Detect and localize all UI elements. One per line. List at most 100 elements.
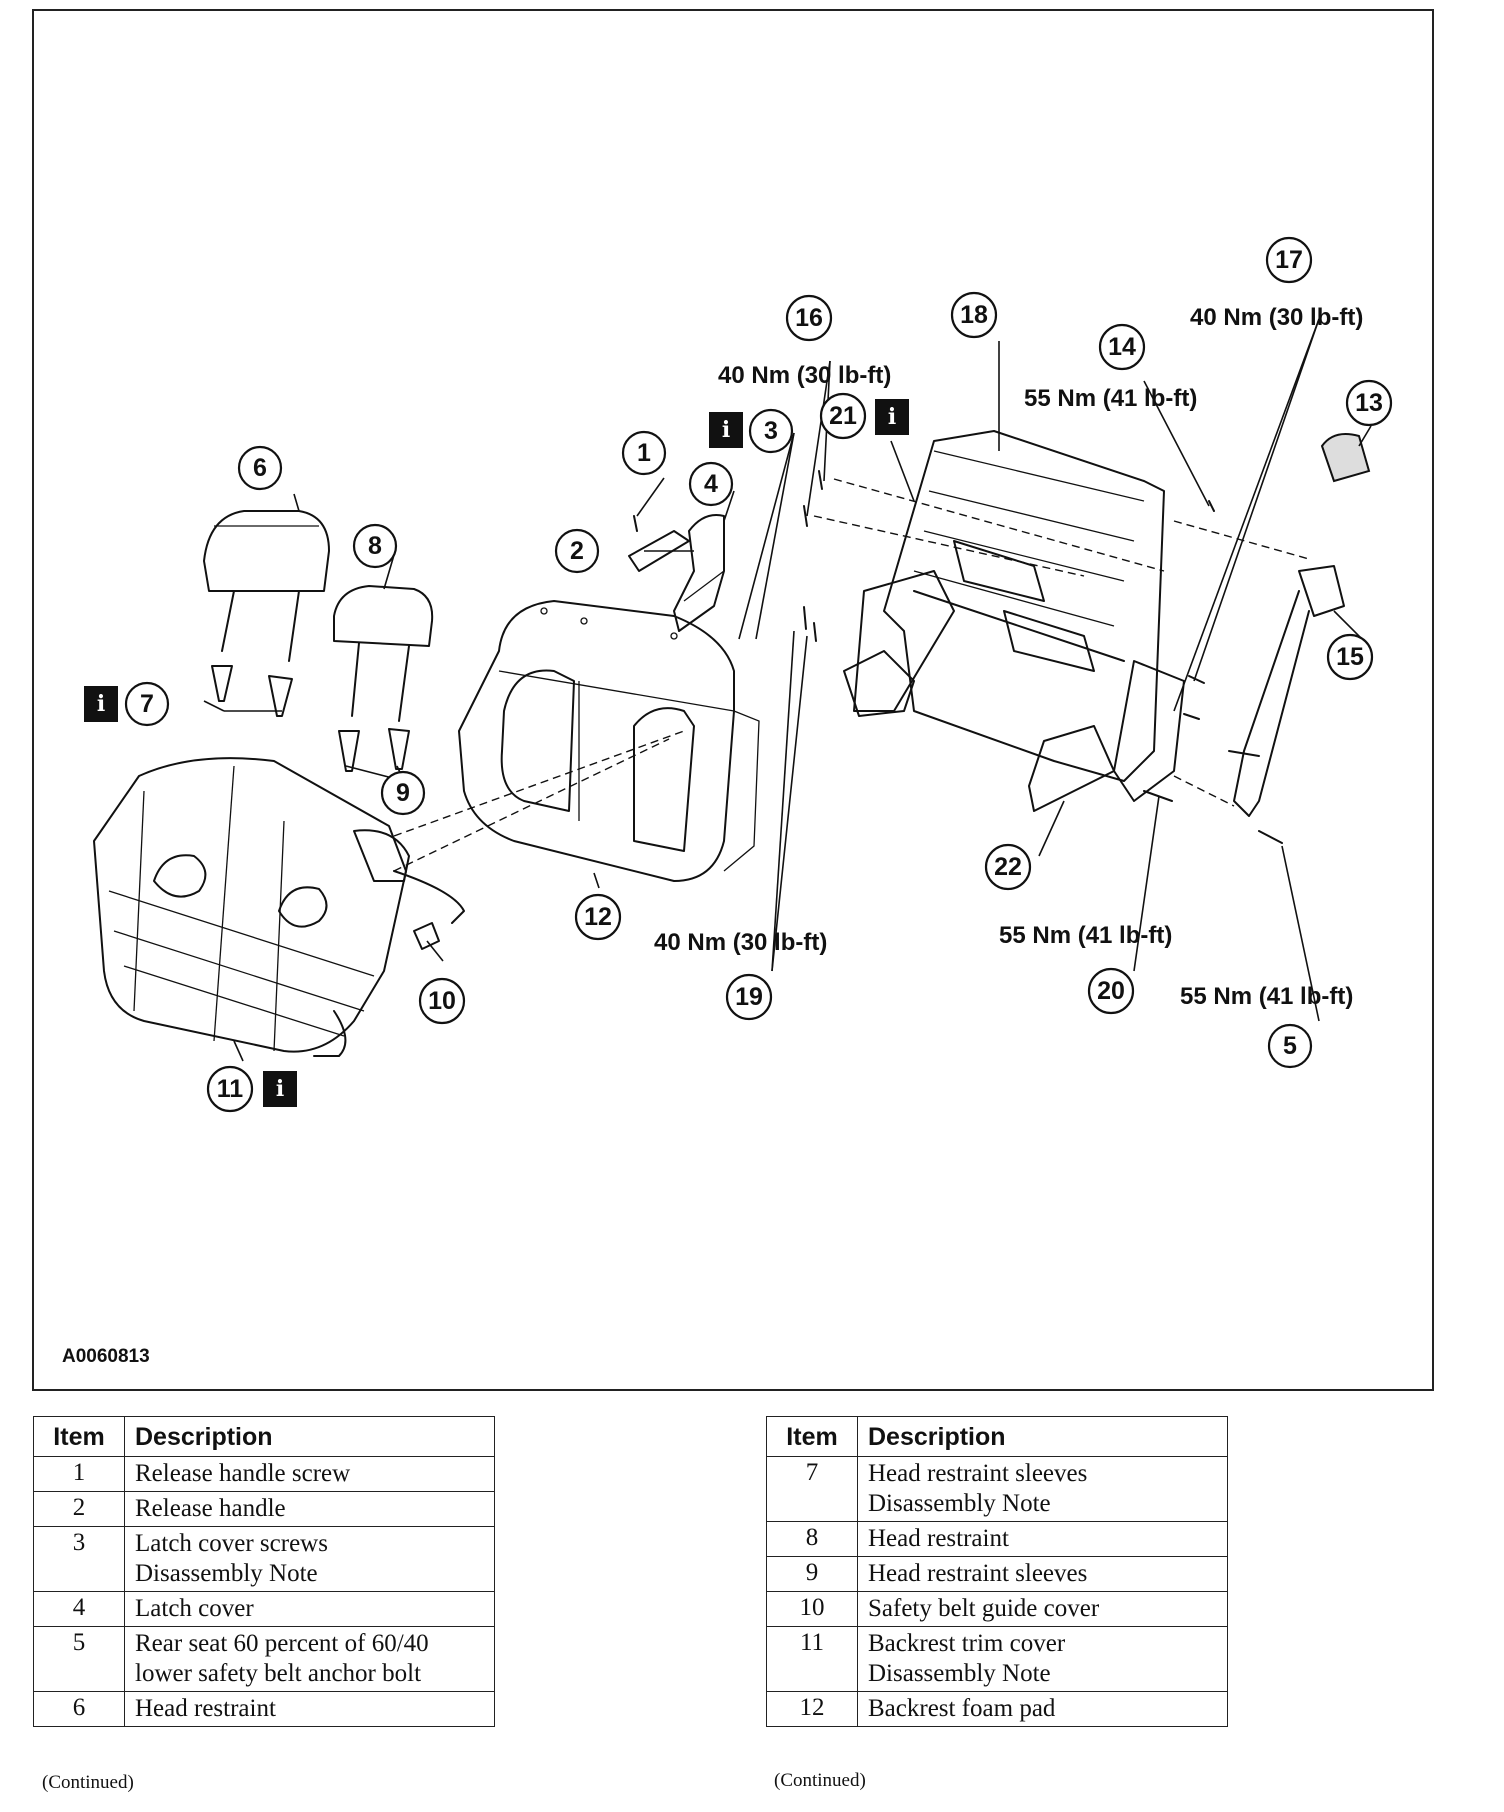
svg-text:1: 1	[637, 439, 651, 467]
item-number: 9	[766, 1556, 858, 1592]
info-icon-7: i	[84, 686, 118, 722]
bolts-drawing	[803, 470, 1283, 844]
svg-text:16: 16	[795, 304, 823, 332]
svg-text:17: 17	[1275, 246, 1303, 274]
item-number: 3	[33, 1526, 125, 1592]
svg-text:20: 20	[1097, 977, 1125, 1005]
torque-spec-19: 40 Nm (30 lb-ft)	[654, 929, 827, 956]
column-header-item: Item	[766, 1416, 858, 1457]
head-restraint-6-drawing	[203, 510, 330, 662]
table-row: 9 Head restraint sleeves	[766, 1556, 1228, 1592]
info-icon-21: i	[875, 399, 909, 435]
callout-19: 19	[725, 973, 773, 1021]
column-header-item: Item	[33, 1416, 125, 1457]
head-restraint-8-drawing	[333, 585, 434, 722]
item-description: Head restraint sleeves	[857, 1556, 1228, 1592]
svg-text:12: 12	[584, 903, 612, 931]
svg-text:9: 9	[396, 779, 410, 807]
item-number: 11	[766, 1626, 858, 1692]
svg-text:i: i	[97, 691, 105, 717]
item-number: 6	[33, 1691, 125, 1727]
svg-text:15: 15	[1336, 643, 1364, 671]
seat-frame-drawing	[843, 430, 1185, 812]
callout-15: 15	[1326, 633, 1374, 681]
svg-text:4: 4	[704, 470, 718, 498]
item-number: 8	[766, 1521, 858, 1557]
svg-text:14: 14	[1108, 333, 1136, 361]
callout-6: 6	[237, 445, 283, 491]
table-row: 4 Latch cover	[33, 1591, 495, 1627]
callout-13: 13	[1345, 379, 1393, 427]
info-icon-11: i	[263, 1071, 297, 1107]
callout-1: 1	[621, 430, 667, 476]
torque-spec-5: 55 Nm (41 lb-ft)	[1180, 983, 1353, 1010]
item-number: 1	[33, 1456, 125, 1492]
callout-2: 2	[554, 528, 600, 574]
callout-14: 14	[1098, 323, 1146, 371]
svg-text:i: i	[722, 417, 730, 443]
callout-21: 21	[819, 392, 867, 440]
table-row: 6 Head restraint	[33, 1691, 495, 1727]
callout-7: 7	[124, 681, 170, 727]
continued-note-right: (Continued)	[774, 1770, 866, 1791]
item-number: 12	[766, 1691, 858, 1727]
callout-5: 5	[1267, 1023, 1313, 1069]
svg-text:i: i	[276, 1076, 284, 1102]
table-row: 10 Safety belt guide cover	[766, 1591, 1228, 1627]
backrest-foam-pad-drawing	[458, 600, 760, 882]
assembly-lines	[393, 478, 1310, 872]
item-description: Backrest foam pad	[857, 1691, 1228, 1727]
safety-belt-guide-cover-drawing	[393, 870, 465, 950]
item-description: Release handle screw	[124, 1456, 495, 1492]
exploded-view-drawing: 40 Nm (30 lb-ft) 40 Nm (30 lb-ft) 55 Nm …	[84, 236, 1393, 1113]
table-row: 12 Backrest foam pad	[766, 1691, 1228, 1727]
leader-lines	[203, 318, 1372, 1062]
parts-table-left: Item Description 1 Release handle screw …	[33, 1416, 495, 1727]
callout-4: 4	[688, 461, 734, 507]
item-description: Latch cover	[124, 1591, 495, 1627]
svg-text:11: 11	[217, 1075, 244, 1103]
torque-spec-16: 40 Nm (30 lb-ft)	[718, 362, 891, 389]
info-icon-3: i	[709, 412, 743, 448]
item-number: 7	[766, 1456, 858, 1522]
callout-22: 22	[984, 843, 1032, 891]
svg-text:6: 6	[253, 454, 267, 482]
callout-18: 18	[950, 291, 998, 339]
svg-text:18: 18	[960, 301, 988, 329]
torque-spec-20: 55 Nm (41 lb-ft)	[999, 922, 1172, 949]
latch-assembly-drawing	[628, 514, 725, 632]
torque-spec-17: 40 Nm (30 lb-ft)	[1190, 304, 1363, 331]
svg-text:7: 7	[140, 690, 154, 718]
table-row: 8 Head restraint	[766, 1521, 1228, 1557]
svg-text:i: i	[888, 404, 896, 430]
svg-text:22: 22	[994, 853, 1022, 881]
svg-text:21: 21	[829, 402, 857, 430]
svg-text:19: 19	[735, 983, 763, 1011]
table-row: 2 Release handle	[33, 1491, 495, 1527]
column-header-description: Description	[124, 1416, 495, 1457]
svg-text:5: 5	[1283, 1032, 1297, 1060]
item-description: Safety belt guide cover	[857, 1591, 1228, 1627]
safety-belt-drawing	[1228, 433, 1371, 817]
callout-16: 16	[785, 294, 833, 342]
item-description: Head restraint	[124, 1691, 495, 1727]
backrest-trim-cover-drawing	[93, 757, 410, 1057]
callout-12: 12	[574, 893, 622, 941]
svg-text:13: 13	[1355, 389, 1383, 417]
item-description: Release handle	[124, 1491, 495, 1527]
item-number: 10	[766, 1591, 858, 1627]
column-header-description: Description	[857, 1416, 1228, 1457]
figure-id: A0060813	[62, 1346, 150, 1367]
callout-11: 11	[206, 1065, 254, 1113]
continued-note-left: (Continued)	[42, 1772, 134, 1793]
svg-text:8: 8	[368, 532, 382, 560]
svg-text:2: 2	[570, 537, 584, 565]
callout-20: 20	[1087, 967, 1135, 1015]
